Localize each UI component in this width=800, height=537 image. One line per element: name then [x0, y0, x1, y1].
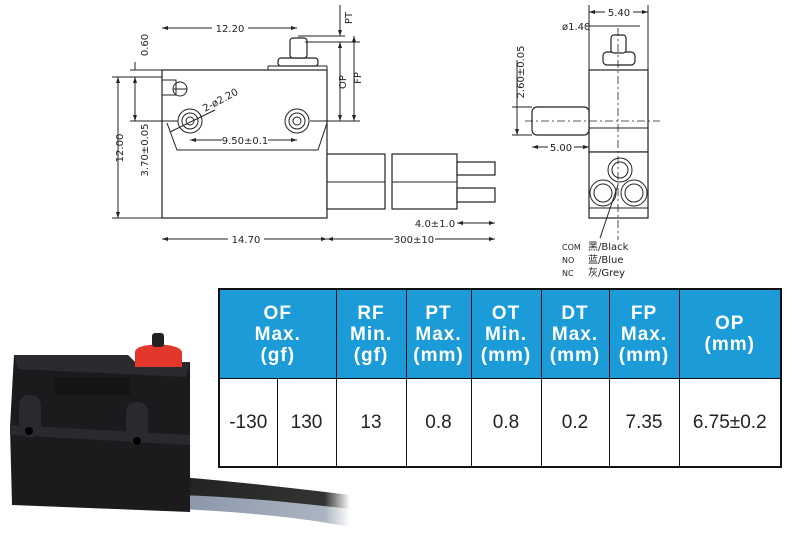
technical-drawing: 12.20 14.70 300±10 4.0±1.0 12.00 3.70±0.… [112, 5, 660, 279]
front-view: 12.20 14.70 300±10 4.0±1.0 12.00 3.70±0.… [112, 5, 496, 246]
dim-cable-length: 300±10 [394, 235, 434, 246]
side-view: 5.40 ø1.40 2.60±0.05 5.00 COM 黑/Black NO… [512, 5, 660, 279]
cell-op: 6.75±0.2 [678, 378, 782, 468]
dim-width-top: 12.20 [216, 24, 245, 35]
cell-rf: 13 [335, 378, 407, 468]
wire-legend: COM 黑/Black NO 蓝/Blue NC 灰/Grey [562, 241, 629, 279]
table-row: -130 130 13 0.8 0.8 0.2 7.35 6.75±0.2 [218, 378, 782, 468]
red-plunger-boot [135, 344, 182, 367]
cell-pt: 0.8 [405, 378, 472, 468]
dim-hole-pitch: 9.50±0.1 [222, 136, 269, 147]
cell-dt: 0.2 [540, 378, 610, 468]
dim-pin-length: 5.00 [550, 143, 572, 154]
plunger-tip [152, 333, 164, 347]
header-op: OP(mm) [678, 288, 782, 379]
wire-color: 灰/Grey [588, 266, 625, 279]
cell-of-max: 130 [276, 378, 337, 468]
dim-strip-length: 4.0±1.0 [415, 219, 455, 230]
cell-of-min: -130 [218, 378, 278, 468]
dim-width-body: 14.70 [232, 235, 261, 246]
dim-top-offset: 0.60 [140, 34, 151, 56]
wire-terminal: COM [562, 243, 581, 252]
dim-side-width: 5.40 [608, 8, 630, 19]
wire-terminal: NO [562, 256, 574, 265]
label-op: OP [338, 75, 349, 89]
dim-hole-height: 3.70±0.05 [140, 124, 151, 177]
plunger [289, 37, 308, 59]
plunger-base [277, 57, 319, 67]
cell-ot: 0.8 [470, 378, 542, 468]
label-pt: PT [344, 11, 355, 24]
product-photo [10, 333, 350, 527]
label-fp: FP [353, 72, 364, 84]
wire-color: 蓝/Blue [588, 254, 624, 266]
cell-fp: 7.35 [608, 378, 680, 468]
dim-pin-height: 2.60±0.05 [516, 46, 527, 99]
cable [326, 153, 496, 210]
dim-plunger-dia: ø1.40 [562, 22, 590, 33]
wire-color: 黑/Black [588, 241, 629, 253]
wire-terminal: NC [562, 269, 574, 278]
dim-height: 12.00 [115, 134, 126, 163]
